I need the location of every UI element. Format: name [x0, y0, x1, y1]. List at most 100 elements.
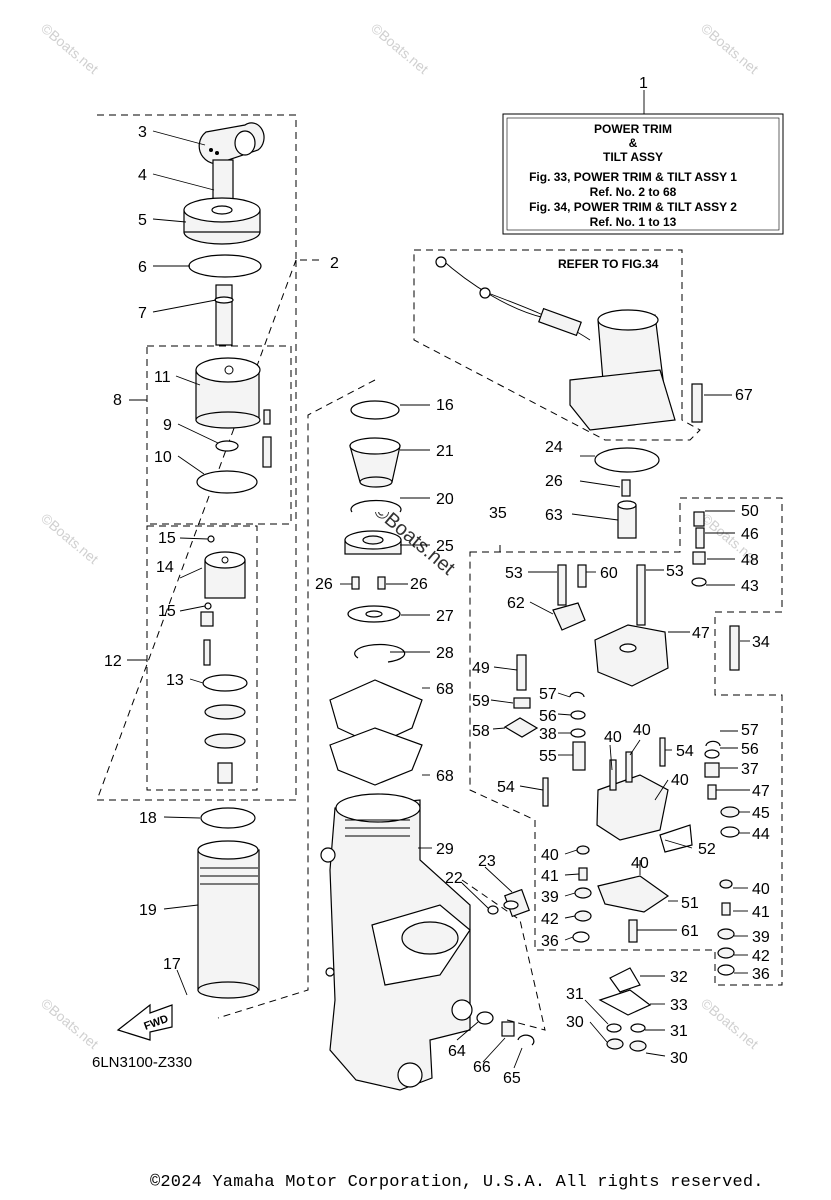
part-59-cap [513, 697, 531, 709]
part-56-washer [704, 749, 720, 759]
info-ref-2: Ref. No. 2 to 68 [590, 185, 677, 199]
callout: 59 [472, 693, 490, 710]
callout: 18 [139, 810, 157, 827]
callout: 28 [436, 645, 454, 662]
part-13-oring [202, 674, 248, 692]
callout: 11 [154, 369, 171, 386]
part-45-washer [720, 806, 740, 818]
callout: 1 [639, 75, 648, 92]
callout: 12 [104, 653, 122, 670]
callout: 21 [436, 443, 454, 460]
callout: 22 [445, 870, 463, 887]
part-40-washer [576, 845, 590, 855]
part-24-oring [594, 447, 660, 473]
callout: 53 [666, 563, 684, 580]
part-63-sleeve [617, 500, 637, 539]
info-ref-3: Fig. 34, POWER TRIM & TILT ASSY 2 [529, 200, 737, 214]
part-28-circlip [354, 643, 406, 663]
part-57-clip [569, 691, 585, 698]
callout: 66 [473, 1059, 491, 1076]
callout: 56 [741, 741, 759, 758]
callout: 42 [541, 911, 559, 928]
part-61-bolt [628, 919, 638, 943]
part-7-shaft [214, 284, 234, 346]
part-5-cylinder-head [183, 197, 261, 245]
callout: 54 [497, 779, 515, 796]
part-36-oring [572, 931, 590, 943]
part-68-seal [329, 679, 423, 746]
callout: 44 [752, 826, 770, 843]
callout: 23 [478, 853, 496, 870]
part-19-cylinder-tube [197, 840, 260, 999]
callout: 13 [166, 672, 184, 689]
motor-assembly [435, 256, 676, 431]
part-20-circlip [350, 499, 402, 513]
callouts: 1 2 3 4 5 6 7 8 9 10 11 12 13 14 15 15 1… [104, 75, 770, 1087]
callout: 45 [752, 805, 770, 822]
watermark: ©Boats.net [698, 995, 762, 1052]
callout: 65 [503, 1070, 521, 1087]
callout: 37 [741, 761, 759, 778]
valve-block [596, 751, 669, 841]
washer [204, 704, 246, 720]
callout: 55 [539, 748, 557, 765]
part-62-bracket [552, 602, 586, 631]
part-30-washer [606, 1038, 624, 1050]
callout: 51 [681, 895, 699, 912]
part-18-oring [200, 807, 256, 829]
watermark: ©Boats.net [38, 510, 102, 567]
part-51-plate [597, 875, 670, 913]
callout: 68 [436, 681, 454, 698]
part-57-clip [705, 740, 721, 747]
callout: 46 [741, 526, 759, 543]
callout: 57 [741, 722, 759, 739]
part-44-oring [720, 826, 740, 838]
watermark: ©Boats.net [38, 995, 102, 1052]
callout: 39 [541, 889, 559, 906]
callout: 62 [507, 595, 525, 612]
callout: 29 [436, 841, 454, 858]
callout: 40 [671, 772, 689, 789]
callout: 7 [138, 305, 147, 322]
callout: 48 [741, 552, 759, 569]
part-53-bolt [636, 564, 646, 626]
part-50-spring [693, 511, 705, 527]
callout: 5 [138, 212, 147, 229]
callout: 40 [541, 847, 559, 864]
part-25-piston [344, 530, 402, 555]
part-55-valve [572, 741, 586, 771]
callout: 63 [545, 507, 563, 524]
part-10-seal [196, 470, 258, 494]
callout: 60 [600, 565, 618, 582]
callout: 40 [604, 729, 622, 746]
part-27-hole [365, 610, 383, 618]
callout: 25 [436, 538, 454, 555]
part-41-spring [721, 902, 731, 916]
part-68-seal [329, 727, 423, 786]
group-outlines [96, 114, 783, 1031]
part-12-valve [179, 535, 246, 666]
callout: 8 [113, 392, 122, 409]
part-67-bolt [691, 383, 703, 423]
callout: 31 [566, 986, 584, 1003]
callout: 40 [752, 881, 770, 898]
part-3-elbow [198, 122, 265, 165]
callout: 33 [670, 997, 688, 1014]
callout: 26 [545, 473, 563, 490]
callout: 36 [541, 933, 559, 950]
part-26-spring [621, 479, 631, 497]
callout: 40 [633, 722, 651, 739]
plug [217, 762, 233, 784]
part-37-valve [704, 762, 720, 778]
callout: 14 [156, 559, 174, 576]
callout: 56 [539, 708, 557, 725]
part-38-oring [570, 728, 586, 738]
callout: 2 [330, 255, 339, 272]
callout: 3 [138, 124, 147, 141]
callout: 26 [315, 576, 333, 593]
callout: 32 [670, 969, 688, 986]
callout: 15 [158, 530, 176, 547]
info-ref-1: Fig. 33, POWER TRIM & TILT ASSY 1 [529, 170, 737, 184]
callout: 43 [741, 578, 759, 595]
